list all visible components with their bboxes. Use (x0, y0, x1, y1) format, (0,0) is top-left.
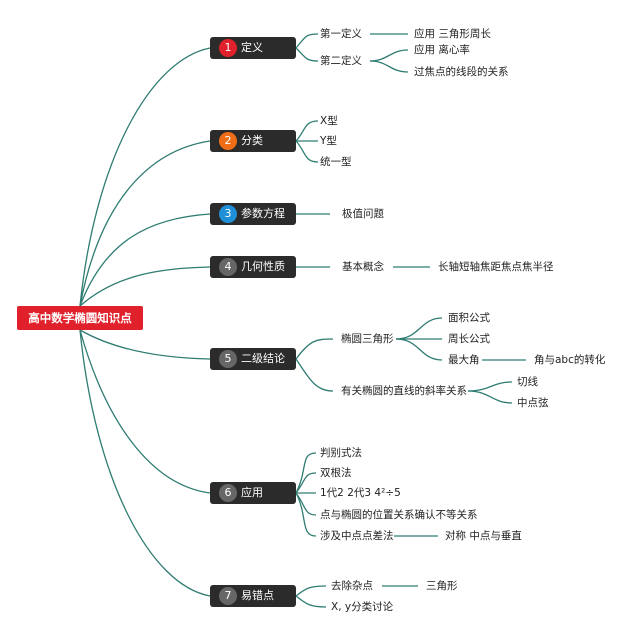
connector-app-diff (295, 492, 317, 537)
node-ellipse-triangle[interactable]: 椭圆三角形 (341, 333, 394, 345)
connector-root-topic-1 (79, 47, 211, 307)
connector-cls-x (295, 120, 319, 142)
topic-label: 参数方程 (241, 207, 285, 220)
node-x-type[interactable]: X型 (320, 115, 338, 127)
connector-slope (295, 358, 334, 392)
number-badge-4: 4 (219, 258, 237, 276)
node-midpoint-difference-method[interactable]: 涉及中点点差法 (320, 530, 394, 542)
connector-slope-tan (467, 381, 513, 392)
node-triangle[interactable]: 三角形 (426, 580, 458, 592)
node-slope-relation[interactable]: 有关椭圆的直线的斜率关系 (341, 385, 467, 397)
connector-tri (295, 338, 334, 360)
connector-def2-app (369, 49, 409, 62)
topic-parametric-equation[interactable]: 3 参数方程 (210, 203, 296, 225)
number-badge-6: 6 (219, 484, 237, 502)
node-midpoint-chord[interactable]: 中点弦 (517, 397, 549, 409)
connector-root-topic-2 (79, 140, 211, 307)
topic-label: 分类 (241, 134, 263, 147)
node-angle-abc-conversion[interactable]: 角与abc的转化 (534, 354, 606, 366)
node-maximum-angle[interactable]: 最大角 (448, 354, 480, 366)
node-second-definition-eccentricity[interactable]: 应用 离心率 (414, 44, 470, 56)
connector-err-drop (295, 585, 327, 597)
connector-def2-seg (369, 60, 409, 73)
node-xy-case-discussion[interactable]: X, y分类讨论 (331, 601, 394, 613)
node-point-position-inequality[interactable]: 点与椭圆的位置关系确认不等关系 (320, 509, 478, 521)
connector-root-topic-6 (79, 329, 211, 494)
number-badge-7: 7 (219, 587, 237, 605)
node-dual-root-method[interactable]: 双根法 (320, 467, 352, 479)
number-badge-1: 1 (219, 39, 237, 57)
node-unified-type[interactable]: 统一型 (320, 156, 352, 168)
node-first-definition[interactable]: 第一定义 (320, 28, 362, 40)
node-perimeter-formula[interactable]: 周长公式 (448, 333, 490, 345)
topic-applications[interactable]: 6 应用 (210, 482, 296, 504)
node-second-definition[interactable]: 第二定义 (320, 55, 362, 67)
connector-root-topic-3 (79, 213, 211, 307)
node-area-formula[interactable]: 面积公式 (448, 312, 490, 324)
connector-def2 (295, 47, 319, 62)
connector-app-pos (295, 492, 317, 516)
connector-cls-u (295, 140, 319, 163)
connector-slope-mid (467, 390, 513, 404)
node-substitution-steps[interactable]: 1代2 2代3 4²÷5 (320, 487, 401, 499)
connector-root-topic-5 (79, 329, 211, 360)
node-y-type[interactable]: Y型 (320, 135, 337, 147)
node-tangent-line[interactable]: 切线 (517, 376, 538, 388)
number-badge-2: 2 (219, 132, 237, 150)
topic-geometric-properties[interactable]: 4 几何性质 (210, 256, 296, 278)
topic-label: 定义 (241, 41, 263, 54)
connector-def1 (295, 33, 319, 49)
topic-label: 二级结论 (241, 352, 285, 365)
connector-app-dual (295, 472, 317, 494)
node-basic-concepts[interactable]: 基本概念 (342, 261, 384, 273)
node-first-definition-application[interactable]: 应用 三角形周长 (414, 28, 491, 40)
number-badge-5: 5 (219, 350, 237, 368)
topic-classification[interactable]: 2 分类 (210, 130, 296, 152)
node-axes-foci-terms[interactable]: 长轴短轴焦距焦点焦半径 (438, 261, 554, 273)
connector-tri-max (395, 338, 443, 361)
topic-definition[interactable]: 1 定义 (210, 37, 296, 59)
topic-common-mistakes[interactable]: 7 易错点 (210, 585, 296, 607)
number-badge-3: 3 (219, 205, 237, 223)
connector-tri-area (395, 317, 443, 340)
topic-secondary-conclusions[interactable]: 5 二级结论 (210, 348, 296, 370)
connector-app-disc (295, 452, 317, 494)
node-symmetry-midpoint-perpendicular[interactable]: 对称 中点与垂直 (445, 530, 522, 542)
node-focal-segment-relation[interactable]: 过焦点的线段的关系 (414, 66, 509, 78)
topic-label: 几何性质 (241, 260, 285, 273)
connector-root-topic-4 (79, 266, 211, 307)
node-remove-extraneous-points[interactable]: 去除杂点 (331, 580, 373, 592)
connector-err-xy (295, 595, 327, 608)
topic-label: 应用 (241, 486, 263, 499)
topic-label: 易错点 (241, 589, 274, 602)
root-node[interactable]: 高中数学椭圆知识点 (17, 306, 143, 330)
connector-root-topic-7 (79, 329, 211, 597)
node-extreme-value-problem[interactable]: 极值问题 (342, 208, 384, 220)
node-discriminant-method[interactable]: 判别式法 (320, 447, 362, 459)
